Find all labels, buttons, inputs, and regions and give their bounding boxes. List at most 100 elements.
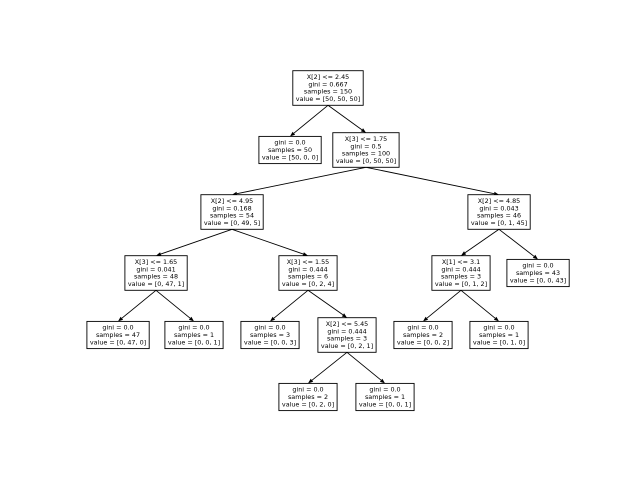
node-text-line: value = [0, 0, 43] (510, 276, 566, 284)
node-box (292, 70, 364, 106)
tree-edge-n7-n14 (460, 289, 499, 322)
node-text-line: value = [0, 0, 1] (359, 400, 411, 408)
arrow-head-icon (156, 252, 162, 256)
node-text-line: value = [0, 47, 0] (90, 338, 146, 346)
node-text-line: gini = 0.0 (254, 324, 285, 332)
node-text-line: samples = 6 (288, 273, 328, 281)
node-text-line: samples = 50 (268, 146, 312, 154)
node-box (278, 255, 338, 291)
node-box (467, 194, 531, 230)
arrow-head-icon (360, 128, 366, 133)
node-text-line: samples = 47 (96, 331, 140, 339)
node-text-line: samples = 3 (250, 331, 290, 339)
tree-edge-n5-n9 (118, 289, 157, 322)
node-text-line: gini = 0.0 (178, 324, 209, 332)
node-text-line: samples = 2 (403, 331, 443, 339)
node-text-line: samples = 3 (327, 335, 367, 343)
node-text-line: gini = 0.0 (274, 139, 305, 147)
node-box (317, 317, 377, 353)
node-text-line: samples = 54 (210, 212, 254, 220)
node-text-line: value = [0, 2, 0] (282, 400, 334, 408)
node-text-line: X[1] <= 3.1 (442, 258, 480, 266)
node-text-line: gini = 0.043 (479, 204, 518, 212)
arrow-head-icon (423, 316, 429, 322)
tree-edge-n4-n8 (498, 228, 538, 260)
node-text-line: value = [0, 1, 2] (435, 280, 487, 288)
node-text-line: X[3] <= 1.75 (345, 135, 387, 143)
node-text-line: samples = 48 (134, 273, 178, 281)
node-text-line: gini = 0.444 (441, 265, 480, 273)
node-text-line: value = [50, 0, 0] (262, 153, 318, 161)
node-text-line: X[2] <= 5.45 (326, 320, 368, 328)
node-text-line: value = [0, 47, 1] (128, 280, 184, 288)
arrow-head-icon (379, 378, 385, 384)
node-box (506, 258, 570, 288)
node-box (393, 320, 453, 350)
arrow-head-icon (188, 316, 194, 322)
node-text-line: gini = 0.667 (308, 80, 347, 88)
tree-edge-n12-n15 (308, 351, 348, 384)
node-text-line: X[3] <= 1.65 (135, 258, 177, 266)
node-text-line: X[2] <= 4.95 (211, 197, 253, 205)
edge-line (426, 289, 462, 319)
edge-line (327, 104, 363, 131)
node-text-line: samples = 150 (304, 88, 352, 96)
edge-line (293, 104, 329, 134)
node-text-line: gini = 0.5 (350, 142, 381, 150)
tree-edge-n3-n6 (231, 228, 308, 256)
node-text-line: samples = 43 (516, 269, 560, 277)
edge-line (460, 289, 496, 319)
node-text-line: value = [0, 49, 5] (204, 219, 260, 227)
tree-edge-n2-n3 (232, 166, 367, 196)
node-text-line: X[2] <= 2.45 (307, 73, 349, 81)
edge-line (155, 289, 191, 319)
node-text-line: value = [0, 0, 3] (244, 338, 296, 346)
arrow-head-icon (270, 316, 276, 322)
node-text-line: gini = 0.444 (288, 265, 327, 273)
node-text-line: gini = 0.0 (483, 324, 514, 332)
edge-line (498, 228, 535, 257)
node-text-line: value = [0, 50, 50] (336, 157, 396, 165)
node-text-line: value = [50, 50, 50] (296, 95, 360, 103)
node-box (240, 320, 300, 350)
tree-edge-n12-n16 (346, 351, 385, 384)
node-text-line: value = [0, 0, 1] (168, 338, 220, 346)
node-text-line: gini = 0.041 (136, 265, 175, 273)
edge-line (236, 166, 367, 195)
arrow-head-icon (118, 316, 124, 322)
node-box (200, 194, 264, 230)
arrow-head-icon (290, 131, 296, 137)
node-box (86, 320, 150, 350)
node-text-line: X[2] <= 4.85 (478, 197, 520, 205)
edge-line (231, 228, 304, 255)
node-text-line: gini = 0.168 (212, 204, 251, 212)
arrow-head-icon (461, 251, 467, 256)
edge-line (311, 351, 348, 381)
arrow-head-icon (308, 378, 314, 384)
node-text-line: value = [0, 2, 4] (282, 280, 334, 288)
node-text-line: samples = 46 (477, 212, 521, 220)
node-box (469, 320, 529, 350)
node-text-line: gini = 0.0 (522, 262, 553, 270)
node-box (258, 135, 322, 165)
node-text-line: gini = 0.0 (292, 386, 323, 394)
node-box (355, 382, 415, 412)
edge-line (160, 228, 233, 255)
